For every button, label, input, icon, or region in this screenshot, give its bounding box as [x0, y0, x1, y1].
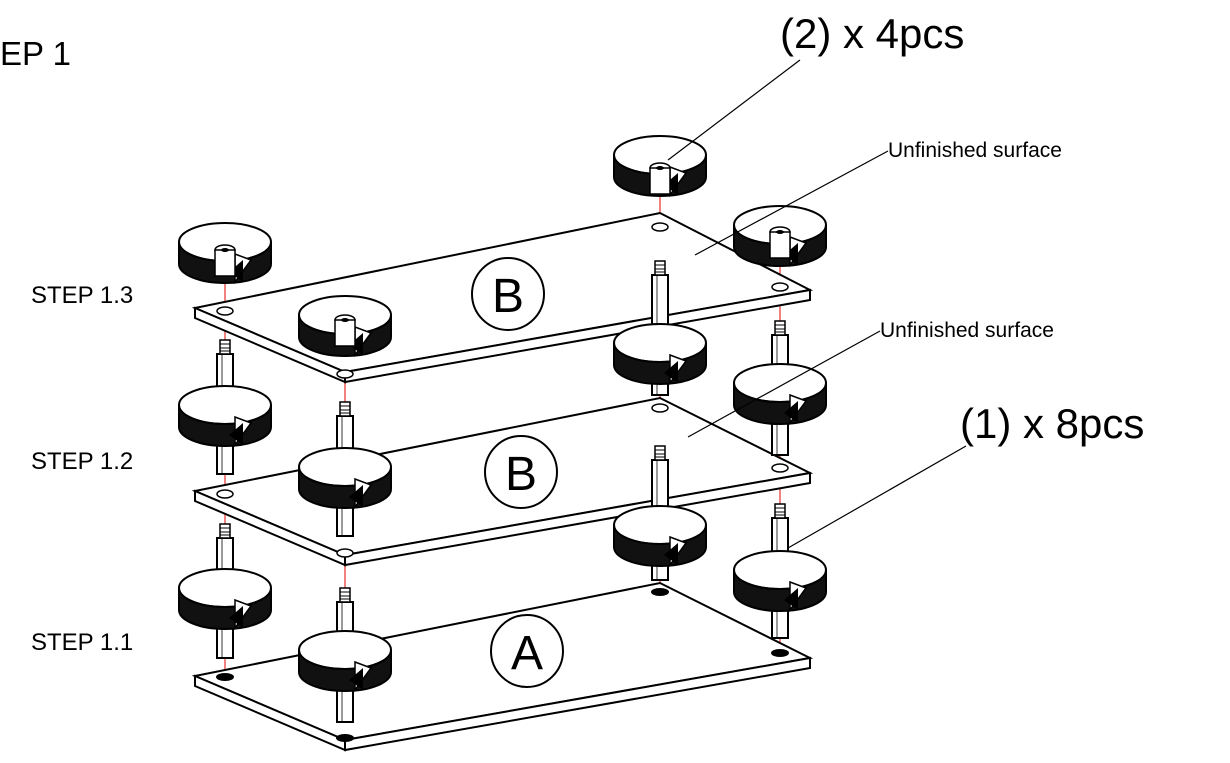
leader-lines — [667, 59, 967, 549]
plate-a: A — [191, 581, 814, 752]
step-1-2-label: STEP 1.2 — [31, 448, 134, 475]
plate-b-middle-letter: B — [505, 448, 537, 501]
part-1-quantity-label: (1) x 8pcs — [960, 400, 1145, 447]
plate-b-middle: B — [191, 396, 814, 567]
plate-a-letter: A — [511, 627, 543, 680]
unfinished-surface-top-label: Unfinished surface — [888, 139, 1062, 162]
rotation-arrows — [178, 135, 827, 692]
part-2-quantity-label: (2) x 4pcs — [780, 10, 965, 57]
step-title: EP 1 — [0, 35, 71, 72]
plate-b-top-letter: B — [492, 270, 524, 323]
unfinished-surface-middle-label: Unfinished surface — [880, 319, 1054, 342]
plate-b-top: B — [191, 211, 814, 384]
step-1-1-label: STEP 1.1 — [31, 629, 134, 656]
step-1-3-label: STEP 1.3 — [31, 282, 134, 309]
